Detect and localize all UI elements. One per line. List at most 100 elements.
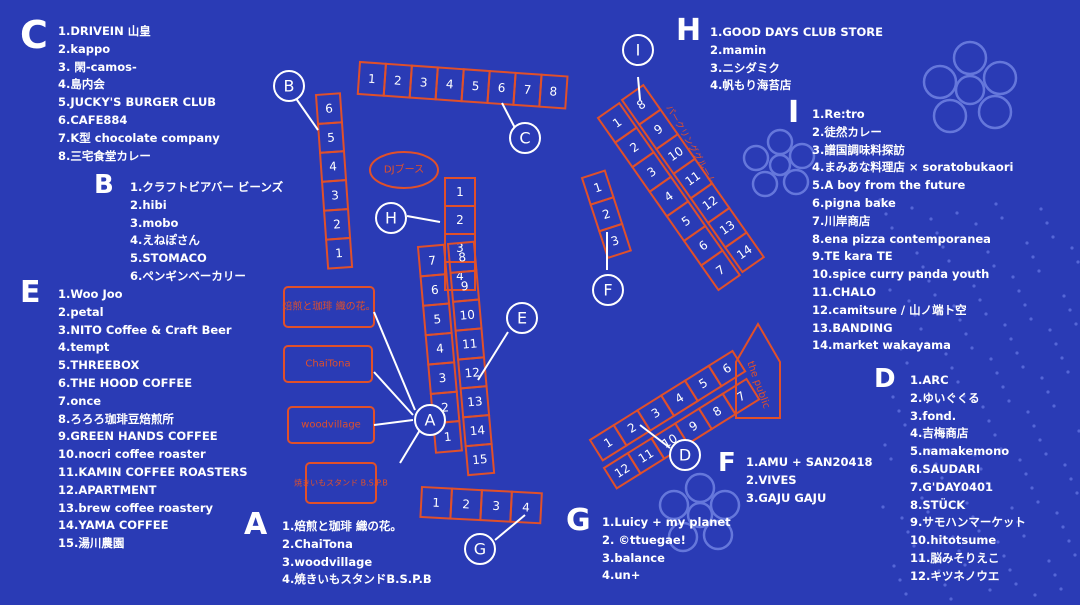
- legend-item: 2.kappo: [58, 41, 111, 56]
- booth-cell: [699, 249, 742, 292]
- booth-number: 13: [467, 394, 483, 409]
- callout-d: D: [669, 439, 701, 471]
- booth-number: 8: [710, 403, 724, 419]
- legend-item: 1.焙煎と珈琲 織の花。: [282, 519, 402, 533]
- legend-item: 10.hitotsume: [910, 533, 997, 548]
- legend-item: 5.A boy from the future: [812, 178, 966, 193]
- legend-item: 9.TE kara TE: [812, 249, 893, 264]
- legend-item: 11.CHALO: [812, 284, 877, 299]
- flower-decoration-icon: [658, 472, 741, 553]
- booth-number: 10: [459, 307, 475, 322]
- shop-sign-a3-label: woodvillage: [301, 420, 361, 431]
- callout-leaders: [294, 76, 671, 541]
- shop-sign-a3: woodvillage: [287, 406, 375, 444]
- booth-number: 13: [717, 218, 738, 238]
- legend-item: 4.吉梅商店: [910, 426, 969, 441]
- flower-decoration-icon: [922, 40, 1018, 134]
- booth-number: 10: [665, 144, 686, 164]
- legend-item: 3.ニシダミク: [710, 60, 780, 75]
- flower-decoration-icon: [742, 128, 816, 198]
- booth-number: 14: [734, 242, 755, 262]
- svg-text:I: I: [636, 41, 641, 60]
- legend-item: 7.once: [58, 393, 102, 408]
- booth-cell: [464, 442, 496, 477]
- shop-sign-a2: ChaiTona: [283, 345, 373, 383]
- legend-item: 11.KAMIN COFFEE ROASTERS: [58, 464, 248, 479]
- legend-item: 3.balance: [602, 550, 665, 565]
- booth-number: 5: [327, 130, 336, 144]
- booth-cell: [598, 222, 633, 260]
- legend-item: 8.ena pizza contemporanea: [812, 231, 991, 246]
- booth-number: 2: [627, 139, 641, 155]
- booth-number: 15: [472, 452, 488, 467]
- legend-item: 1.Re:tro: [812, 107, 865, 121]
- legend-item: 13.BANDING: [812, 320, 893, 335]
- booth-number: 2: [393, 73, 402, 87]
- legend-item: 2.ChaiTona: [282, 536, 353, 551]
- legend-item: 3. 閑-camos-: [58, 59, 137, 74]
- legend-item: 5.namakemono: [910, 444, 1010, 459]
- legend-item: 7.K型 chocolate company: [58, 130, 220, 145]
- booth-number: 4: [673, 390, 687, 406]
- legend-item: 4.まみあな料理店 × soratobukaori: [812, 160, 1014, 175]
- booth-row-f: 123: [580, 169, 633, 260]
- section-key-a: A: [244, 507, 268, 542]
- shop-sign-a2-label: ChaiTona: [305, 359, 350, 370]
- callout-h: H: [375, 202, 407, 234]
- booth-cell: [444, 261, 476, 291]
- legend-item: 3.woodvillage: [282, 554, 373, 569]
- booth-number: 3: [456, 241, 464, 255]
- legend-item: 12.キツネノウエ: [910, 568, 1000, 583]
- dj-booth-label: DJブース: [384, 163, 424, 176]
- booth-number: 5: [679, 213, 693, 229]
- legend-item: 2. ©ttuegae!: [602, 532, 686, 547]
- booth-number: 4: [436, 341, 445, 356]
- booth-number: 7: [428, 253, 437, 268]
- booth-number: 6: [696, 238, 710, 254]
- legend-item: 4.tempt: [58, 340, 110, 355]
- section-key-h: H: [676, 13, 702, 48]
- booth-number: 2: [441, 400, 450, 415]
- booth-number: 4: [522, 500, 530, 514]
- booth-number: 2: [601, 206, 613, 222]
- legend-item: 4.帆もり海苔店: [710, 78, 792, 93]
- legend-item: 3.fond.: [910, 408, 957, 423]
- booth-number: 5: [433, 312, 442, 327]
- booth-number: 8: [458, 250, 467, 265]
- booth-cell: [325, 236, 354, 270]
- legend-item: 1.Woo Joo: [58, 287, 123, 301]
- booth-number: 1: [456, 185, 464, 199]
- booth-number: 12: [700, 193, 721, 213]
- legend-item: 4.焼きいもスタンドB.S.P.B: [282, 572, 432, 587]
- booth-cell: [509, 490, 543, 525]
- section-key-e: E: [20, 275, 41, 310]
- legend-item: 12.APARTMENT: [58, 482, 157, 497]
- legend-item: 9.サモハンマーケット: [910, 515, 1026, 530]
- booth-number: 5: [471, 79, 480, 93]
- legend-item: 5.STOMACO: [130, 251, 207, 266]
- booth-number: 2: [333, 217, 342, 231]
- svg-text:B: B: [284, 77, 295, 96]
- the-public-building: the public: [735, 322, 781, 419]
- booth-number: 2: [625, 420, 639, 436]
- booth-number: 14: [469, 423, 485, 438]
- booth-number: 7: [523, 83, 532, 97]
- booth-number: 3: [419, 75, 428, 89]
- legend-item: 10.spice curry panda youth: [812, 267, 990, 282]
- legend-item: 8.STÜCK: [910, 497, 966, 512]
- legend-item: 7.G'DAY0401: [910, 479, 994, 494]
- section-key-d: D: [874, 364, 896, 394]
- booth-number: 1: [592, 180, 604, 196]
- shop-sign-a1-label: 焙煎と珈琲 織の花。: [282, 300, 375, 313]
- legend-item: 15.湯川農園: [58, 536, 125, 551]
